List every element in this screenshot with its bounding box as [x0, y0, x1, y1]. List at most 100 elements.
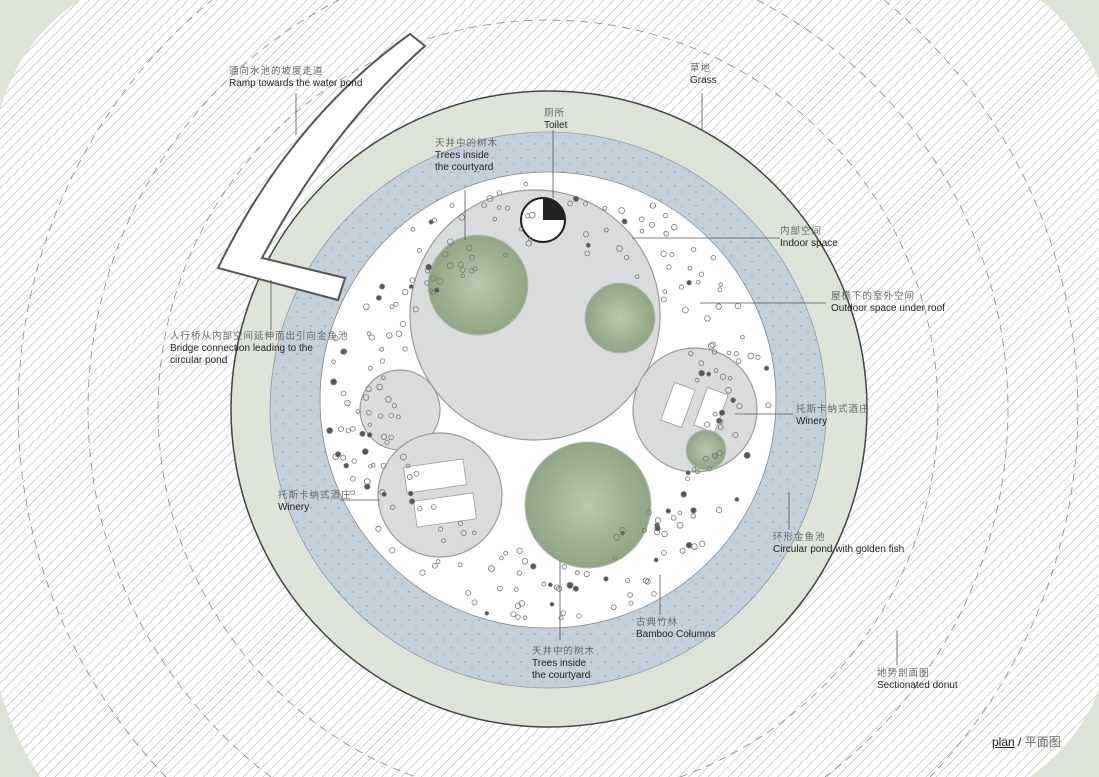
bamboo-column — [725, 387, 732, 394]
bamboo-column — [417, 248, 422, 253]
bamboo-column — [331, 359, 336, 365]
bamboo-column — [442, 251, 449, 258]
bamboo-column — [730, 397, 736, 403]
bamboo-column — [344, 399, 351, 407]
bamboo-column — [406, 474, 413, 480]
label-trees-top-zh: 天井中的树木 — [435, 138, 499, 149]
bamboo-column — [359, 430, 366, 437]
leader-lines — [270, 93, 898, 665]
bamboo-column — [583, 201, 588, 207]
bamboo-column — [351, 458, 357, 464]
label-toilet-en: Toilet — [544, 120, 568, 131]
contour-lines — [17, 0, 1079, 777]
bamboo-column — [690, 246, 697, 253]
label-outdoor-zh: 屋檐下的室外空间 — [831, 291, 916, 302]
title-sep: / — [1014, 735, 1025, 749]
label-indoor-en: Indoor space — [780, 238, 838, 249]
bamboo-column — [698, 271, 705, 277]
bamboo-column — [516, 570, 522, 576]
bamboo-column — [332, 335, 339, 342]
bamboo-column — [340, 390, 347, 397]
bamboo-column — [400, 453, 407, 461]
bamboo-column — [634, 274, 640, 279]
bamboo-column — [345, 428, 351, 434]
bamboo-column — [405, 463, 411, 469]
label-bridge-en1: Bridge connection leading to the — [170, 343, 313, 354]
bamboo-column — [541, 581, 547, 587]
bamboo-column — [381, 491, 387, 497]
bamboo-column — [610, 604, 617, 611]
bamboo-column — [381, 375, 386, 381]
tree-courtyard — [685, 429, 727, 471]
bamboo-column — [385, 396, 392, 403]
bamboo-column — [379, 283, 386, 290]
bamboo-column — [417, 506, 423, 512]
bamboo-column — [399, 320, 406, 328]
bamboo-column — [366, 409, 372, 416]
contour-line — [17, 0, 213, 777]
bamboo-column — [732, 431, 739, 439]
bamboo-column — [661, 549, 667, 556]
bamboo-column — [679, 547, 686, 554]
bamboo-column — [691, 466, 697, 472]
bamboo-column — [459, 267, 466, 273]
bamboo-column — [584, 250, 590, 257]
bamboo-column — [505, 205, 511, 211]
contour-line — [157, 19, 939, 777]
label-toilet-zh: 厕所 — [544, 108, 566, 119]
label-winery-right: 托斯卡纳式酒庄 Winery — [796, 404, 870, 428]
label-grass: 草地 Grass — [690, 63, 717, 87]
bamboo-column — [368, 334, 375, 341]
bamboo-column — [340, 349, 346, 355]
bamboo-column — [486, 195, 494, 202]
bamboo-column — [717, 424, 724, 430]
bamboo-column — [625, 578, 631, 584]
bamboo-column — [711, 349, 718, 355]
bamboo-column — [389, 304, 395, 310]
bamboo-column — [335, 451, 342, 458]
bamboo-column — [604, 227, 609, 233]
contour-line — [87, 0, 340, 777]
bamboo-columns — [326, 181, 772, 621]
bamboo-column — [402, 289, 409, 296]
label-ramp-en: Ramp towards the water pond — [229, 78, 363, 89]
bamboo-column — [389, 547, 396, 554]
label-bridge-en2: circular pond — [170, 355, 228, 366]
bamboo-column — [393, 301, 399, 307]
bamboo-column — [355, 409, 361, 414]
label-winery-left-en: Winery — [278, 502, 310, 513]
bamboo-column — [735, 358, 742, 364]
label-indoor-zh: 内部空间 — [780, 226, 823, 237]
bamboo-column — [654, 525, 661, 532]
bamboo-column — [468, 267, 475, 274]
bamboo-column — [641, 527, 648, 533]
bamboo-column — [560, 610, 566, 616]
bamboo-column — [510, 611, 517, 618]
bamboo-column — [492, 216, 498, 222]
label-grass-en: Grass — [690, 75, 717, 86]
bamboo-column — [558, 615, 564, 621]
label-trees-bottom-en2: the courtyard — [532, 670, 591, 681]
bamboo-column — [425, 263, 432, 271]
bamboo-column — [663, 230, 670, 237]
bamboo-column — [715, 303, 722, 310]
bamboo-column — [548, 582, 553, 588]
label-ramp-zh: 通向水池的坡度走道 — [229, 66, 324, 77]
bamboo-column — [402, 346, 408, 352]
bamboo-column — [378, 413, 384, 419]
bamboo-column — [441, 538, 446, 543]
bamboo-column — [432, 562, 438, 569]
bamboo-column — [661, 530, 668, 538]
bamboo-column — [516, 547, 523, 554]
bamboo-column — [662, 289, 668, 294]
bamboo-column — [340, 454, 347, 461]
bamboo-column — [685, 541, 693, 549]
label-pond: 环形金鱼池 Circular pond with golden fish — [773, 532, 904, 556]
bamboo-column — [619, 527, 626, 534]
bamboo-column — [669, 252, 675, 258]
bamboo-column — [515, 614, 521, 620]
bamboo-column — [719, 373, 726, 380]
bamboo-column — [602, 206, 608, 211]
bamboo-column — [699, 540, 706, 547]
bamboo-column — [556, 585, 563, 592]
